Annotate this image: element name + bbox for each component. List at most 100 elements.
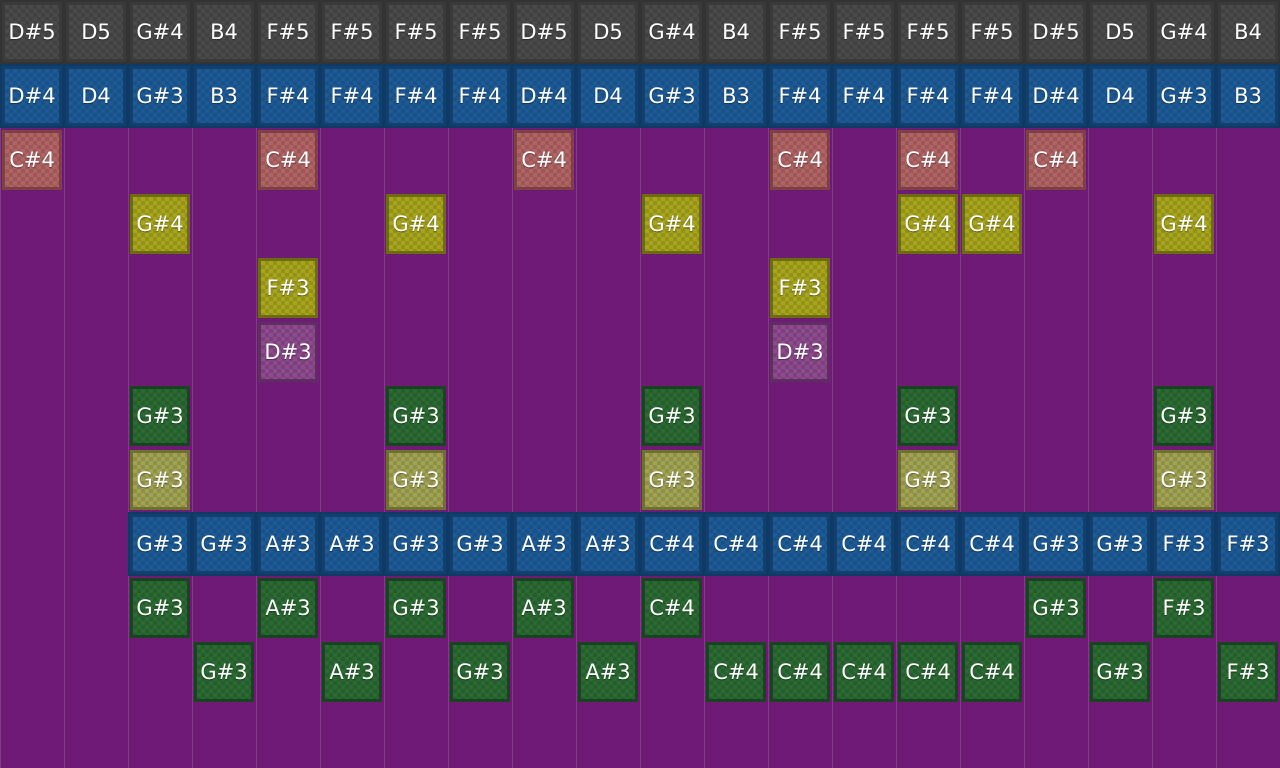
note-tile[interactable]: G#3 [898, 450, 958, 510]
note-tile[interactable]: G#3 [450, 642, 510, 702]
note-tile[interactable]: C#4 [770, 642, 830, 702]
note-tile[interactable]: C#4 [706, 514, 766, 574]
note-tile[interactable]: G#3 [386, 514, 446, 574]
note-tile[interactable]: A#3 [258, 578, 318, 638]
note-tile[interactable]: G#3 [130, 514, 190, 574]
note-tile[interactable]: D#5 [2, 2, 62, 62]
note-tile[interactable]: F#3 [1154, 514, 1214, 574]
note-tile[interactable]: G#4 [1154, 194, 1214, 254]
note-tile[interactable]: G#3 [386, 450, 446, 510]
note-tile[interactable]: G#3 [386, 386, 446, 446]
note-tile[interactable]: F#5 [258, 2, 318, 62]
note-tile[interactable]: G#4 [642, 2, 702, 62]
note-tile[interactable]: G#3 [642, 66, 702, 126]
note-tile[interactable]: G#3 [130, 386, 190, 446]
note-tile[interactable]: A#3 [514, 578, 574, 638]
note-tile[interactable]: G#4 [130, 2, 190, 62]
note-tile[interactable]: D5 [66, 2, 126, 62]
note-tile[interactable]: C#4 [834, 642, 894, 702]
note-tile[interactable]: G#4 [962, 194, 1022, 254]
note-tile[interactable]: A#3 [514, 514, 574, 574]
note-tile[interactable]: G#3 [130, 66, 190, 126]
note-tile[interactable]: C#4 [514, 130, 574, 190]
note-tile[interactable]: A#3 [322, 514, 382, 574]
note-tile[interactable]: C#4 [2, 130, 62, 190]
note-tile[interactable]: B3 [1218, 66, 1278, 126]
note-tile[interactable]: G#4 [386, 194, 446, 254]
note-tile[interactable]: D#4 [2, 66, 62, 126]
note-tile[interactable]: F#3 [770, 258, 830, 318]
note-tile[interactable]: F#5 [322, 2, 382, 62]
note-tile[interactable]: D#5 [514, 2, 574, 62]
note-tile[interactable]: G#3 [1154, 386, 1214, 446]
note-tile[interactable]: G#3 [194, 642, 254, 702]
note-tile[interactable]: G#3 [1154, 66, 1214, 126]
note-tile[interactable]: D#3 [258, 322, 318, 382]
note-tile[interactable]: F#5 [386, 2, 446, 62]
note-tile[interactable]: C#4 [962, 514, 1022, 574]
note-tile[interactable]: D4 [66, 66, 126, 126]
note-tile[interactable]: C#4 [962, 642, 1022, 702]
note-tile[interactable]: B3 [706, 66, 766, 126]
note-tile[interactable]: F#3 [1154, 578, 1214, 638]
note-tile[interactable]: F#3 [1218, 514, 1278, 574]
note-tile[interactable]: G#3 [194, 514, 254, 574]
note-tile[interactable]: F#4 [450, 66, 510, 126]
note-tile[interactable]: G#4 [130, 194, 190, 254]
note-tile[interactable]: A#3 [578, 514, 638, 574]
note-tile[interactable]: F#3 [1218, 642, 1278, 702]
note-tile[interactable]: F#3 [258, 258, 318, 318]
note-tile[interactable]: F#5 [962, 2, 1022, 62]
note-tile[interactable]: G#3 [642, 450, 702, 510]
note-tile[interactable]: G#3 [386, 578, 446, 638]
note-tile[interactable]: F#4 [898, 66, 958, 126]
note-tile[interactable]: C#4 [898, 514, 958, 574]
note-tile[interactable]: G#3 [1154, 450, 1214, 510]
note-tile[interactable]: G#3 [1026, 578, 1086, 638]
note-tile[interactable]: F#5 [898, 2, 958, 62]
note-tile[interactable]: G#4 [898, 194, 958, 254]
note-tile[interactable]: G#3 [450, 514, 510, 574]
note-tile[interactable]: D4 [578, 66, 638, 126]
note-tile[interactable]: B4 [706, 2, 766, 62]
note-tile[interactable]: F#4 [322, 66, 382, 126]
note-tile[interactable]: A#3 [258, 514, 318, 574]
note-tile[interactable]: B3 [194, 66, 254, 126]
note-tile[interactable]: G#3 [1090, 642, 1150, 702]
note-tile[interactable]: D5 [578, 2, 638, 62]
note-tile[interactable]: G#3 [130, 578, 190, 638]
note-tile[interactable]: C#4 [1026, 130, 1086, 190]
note-tile[interactable]: F#4 [834, 66, 894, 126]
note-tile[interactable]: G#3 [1026, 514, 1086, 574]
note-tile[interactable]: B4 [194, 2, 254, 62]
note-tile[interactable]: F#5 [834, 2, 894, 62]
note-tile[interactable]: D4 [1090, 66, 1150, 126]
note-tile[interactable]: D#4 [514, 66, 574, 126]
note-tile[interactable]: C#4 [834, 514, 894, 574]
note-tile[interactable]: C#4 [706, 642, 766, 702]
note-tile[interactable]: F#4 [258, 66, 318, 126]
note-tile[interactable]: D5 [1090, 2, 1150, 62]
note-tile[interactable]: G#4 [1154, 2, 1214, 62]
note-tile[interactable]: F#5 [770, 2, 830, 62]
note-tile[interactable]: F#5 [450, 2, 510, 62]
note-tile[interactable]: G#3 [642, 386, 702, 446]
note-tile[interactable]: D#4 [1026, 66, 1086, 126]
note-tile[interactable]: C#4 [642, 578, 702, 638]
note-tile[interactable]: C#4 [770, 130, 830, 190]
note-tile[interactable]: C#4 [642, 514, 702, 574]
note-tile[interactable]: G#3 [898, 386, 958, 446]
note-tile[interactable]: C#4 [258, 130, 318, 190]
note-tile[interactable]: G#4 [642, 194, 702, 254]
note-tile[interactable]: C#4 [770, 514, 830, 574]
note-tile[interactable]: A#3 [578, 642, 638, 702]
note-tile[interactable]: G#3 [130, 450, 190, 510]
note-tile[interactable]: F#4 [386, 66, 446, 126]
note-tile[interactable]: C#4 [898, 642, 958, 702]
note-tile[interactable]: G#3 [1090, 514, 1150, 574]
note-tile[interactable]: D#5 [1026, 2, 1086, 62]
note-tile[interactable]: F#4 [962, 66, 1022, 126]
note-tile[interactable]: B4 [1218, 2, 1278, 62]
note-tile[interactable]: D#3 [770, 322, 830, 382]
note-tile[interactable]: F#4 [770, 66, 830, 126]
